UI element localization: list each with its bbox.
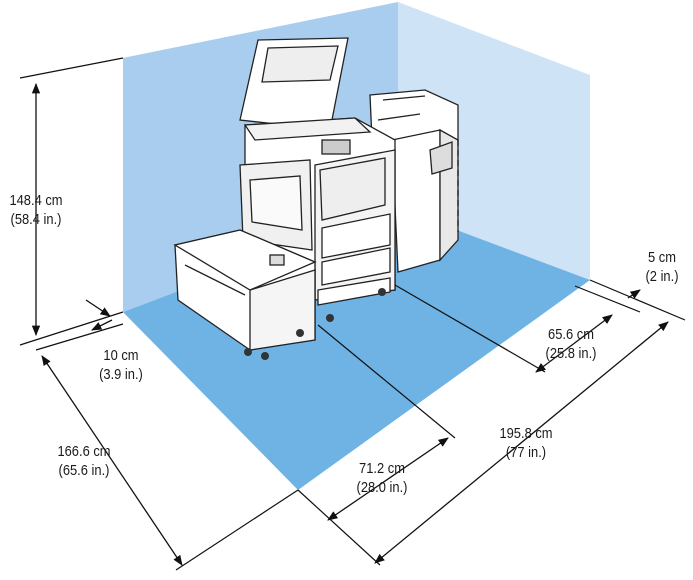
front-clearance-label: 71.2 cm (28.0 in.)	[341, 459, 424, 497]
front-clearance-imperial: (28.0 in.)	[356, 479, 408, 496]
right-clearance-dimension-line	[535, 314, 613, 373]
rear-clearance-label: 10 cm (3.9 in.)	[91, 346, 151, 384]
casters	[244, 288, 386, 360]
front-clearance-metric: 71.2 cm	[359, 460, 405, 477]
right-clearance-metric: 65.6 cm	[548, 326, 594, 343]
depth-dimension-line	[41, 355, 183, 566]
width-metric: 195.8 cm	[499, 425, 553, 442]
dimension-lines	[31, 82, 669, 566]
finisher-unit	[369, 89, 459, 273]
side-gap-dimension-line	[627, 289, 641, 299]
document-feeder	[239, 37, 372, 141]
rear-clearance-dimension-line	[85, 299, 111, 317]
width-label: 195.8 cm (77 in.)	[485, 424, 568, 462]
right-clearance-imperial: (25.8 in.)	[545, 345, 597, 362]
side-gap-label: 5 cm (2 in.)	[637, 248, 687, 286]
rear-clearance-imperial: (3.9 in.)	[99, 366, 143, 383]
depth-label: 166.6 cm (65.6 in.)	[43, 442, 126, 480]
right-clearance-label: 65.6 cm (25.8 in.)	[530, 325, 613, 363]
depth-imperial: (65.6 in.)	[58, 462, 110, 479]
width-dimension-line	[374, 321, 669, 564]
rear-clearance-metric: 10 cm	[103, 347, 139, 364]
height-label: 148.4 cm (58.4 in.)	[3, 191, 68, 229]
width-imperial: (77 in.)	[505, 444, 547, 461]
side-gap-metric: 5 cm	[648, 249, 676, 266]
height-imperial: (58.4 in.)	[10, 211, 62, 228]
high-capacity-feeder	[173, 229, 317, 351]
depth-metric: 166.6 cm	[57, 443, 111, 460]
printer-main-body	[239, 117, 396, 306]
side-gap-imperial: (2 in.)	[645, 268, 679, 285]
height-metric: 148.4 cm	[9, 192, 63, 209]
